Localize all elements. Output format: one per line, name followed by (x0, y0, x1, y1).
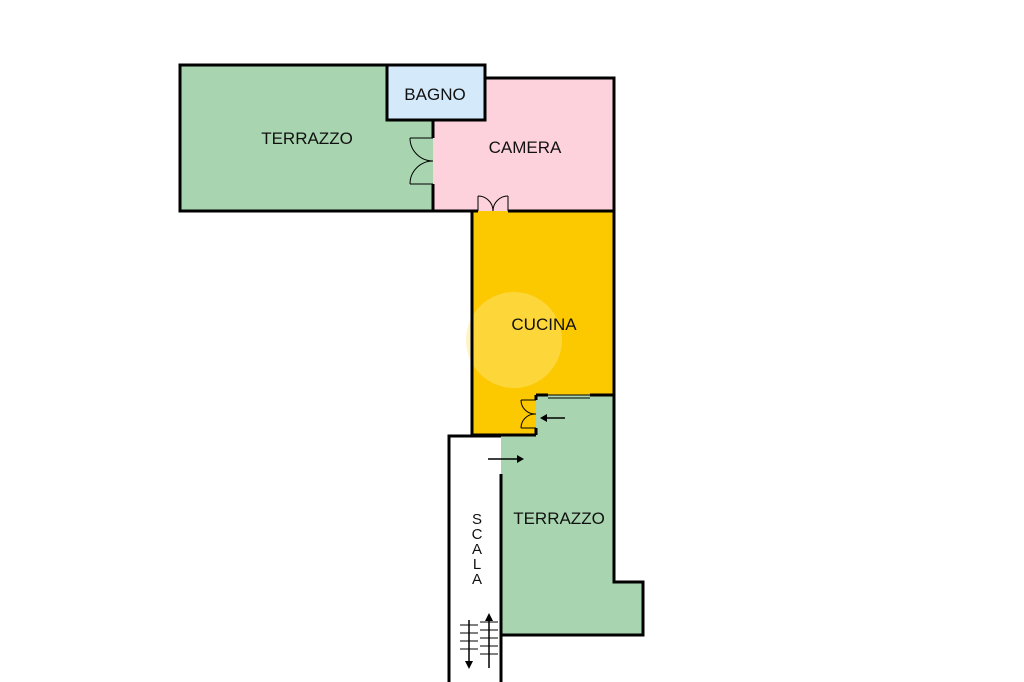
scala-letter: C (472, 526, 483, 543)
terrazzo-bottom-room (501, 395, 643, 635)
scala-label: S C A L A (472, 511, 483, 588)
door-cucina-terrazzo (520, 399, 537, 429)
stairs-down-arrow-icon (465, 620, 473, 669)
arrow-right-icon (488, 455, 524, 463)
bagno-label: BAGNO (404, 85, 465, 104)
cucina-label: CUCINA (511, 315, 577, 334)
scala-letter: L (473, 556, 481, 573)
camera-label: CAMERA (489, 138, 562, 157)
door-terrazzo-camera (409, 137, 434, 185)
watermark-logo (466, 292, 562, 388)
window-cucina (548, 394, 590, 399)
terrazzo-top-label: TERRAZZO (261, 129, 353, 148)
arrow-left-icon (540, 414, 565, 422)
terrazzo-bottom-label: TERRAZZO (513, 509, 605, 528)
scala-letter: A (472, 541, 482, 558)
stairs-up-arrow-icon (485, 613, 493, 668)
door-camera-cucina (477, 195, 509, 212)
bagno-room (387, 65, 485, 120)
scala-letter: A (472, 571, 482, 588)
walls (178, 63, 645, 682)
scala-letter: S (472, 511, 482, 528)
cucina-room (472, 211, 614, 435)
